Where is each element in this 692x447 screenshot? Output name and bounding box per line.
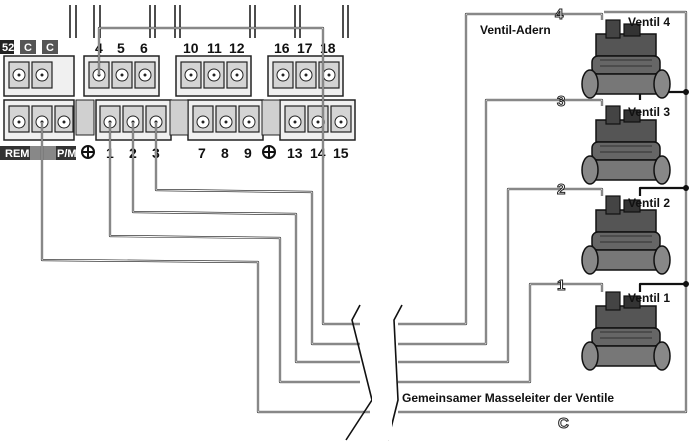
top-number-10: 10	[183, 40, 199, 56]
wire-common-left	[40, 122, 370, 414]
label-c1: C	[24, 42, 32, 54]
valve-4-icon	[581, 19, 671, 99]
common-symbol: C	[558, 415, 569, 432]
ground-icon	[81, 145, 95, 159]
bottom-terminal-row	[3, 99, 356, 141]
wire-number-3: 3	[557, 93, 565, 110]
label-rem: REM	[5, 148, 29, 160]
bottom-number-13: 13	[287, 145, 303, 161]
label-52: 52	[2, 42, 14, 54]
bottom-number-9: 9	[244, 145, 252, 161]
valve-2: Ventil 2	[581, 195, 671, 275]
label-c1-bg	[20, 40, 36, 54]
valve-3: Ventil 3	[581, 105, 671, 185]
top-number-12: 12	[229, 40, 245, 56]
common-wire-label: Gemeinsamer Masseleiter der Ventile	[402, 391, 614, 405]
controller-terminal-strip: 52 C C 4 5 6 10 11 12 16 17 18	[0, 5, 356, 161]
top-terminals	[8, 61, 340, 89]
bottom-number-7: 7	[198, 145, 206, 161]
wire-1-right	[398, 282, 604, 384]
wire-number-1: 1	[557, 277, 565, 294]
break-symbol	[345, 304, 403, 441]
wire-3-right	[398, 98, 604, 346]
top-number-16: 16	[274, 40, 290, 56]
label-pmv: P/MV	[57, 148, 85, 160]
bottom-number-8: 8	[221, 145, 229, 161]
bottom-terminals	[8, 105, 352, 133]
wire-number-2: 2	[557, 181, 565, 198]
valve-3-label: Ventil 3	[628, 105, 670, 119]
top-number-17: 17	[297, 40, 313, 56]
valve-1: Ventil 1	[581, 291, 671, 371]
label-52-bg	[0, 40, 14, 54]
label-rem-bg	[0, 146, 30, 160]
top-number-11: 11	[207, 40, 222, 56]
label-c2-bg	[42, 40, 58, 54]
valve-4-label: Ventil 4	[628, 15, 670, 29]
top-number-5: 5	[117, 40, 125, 56]
valve-wires	[398, 10, 689, 414]
ground-icon	[262, 145, 276, 159]
valve-4: Ventil 4	[581, 15, 671, 99]
valve-wires-label: Ventil-Adern	[480, 23, 551, 37]
bottom-number-14: 14	[310, 145, 326, 161]
valve-2-label: Ventil 2	[628, 196, 670, 210]
top-terminal-row	[3, 55, 344, 97]
label-pmv-bg	[56, 146, 76, 160]
label-c2: C	[46, 42, 54, 54]
top-number-6: 6	[140, 40, 148, 56]
controller-wires	[40, 26, 370, 414]
wire-4-right	[398, 12, 604, 326]
wire-2-right	[398, 187, 604, 364]
bottom-number-15: 15	[333, 145, 349, 161]
valve-1-label: Ventil 1	[628, 291, 670, 305]
wire-number-4: 4	[555, 6, 564, 23]
